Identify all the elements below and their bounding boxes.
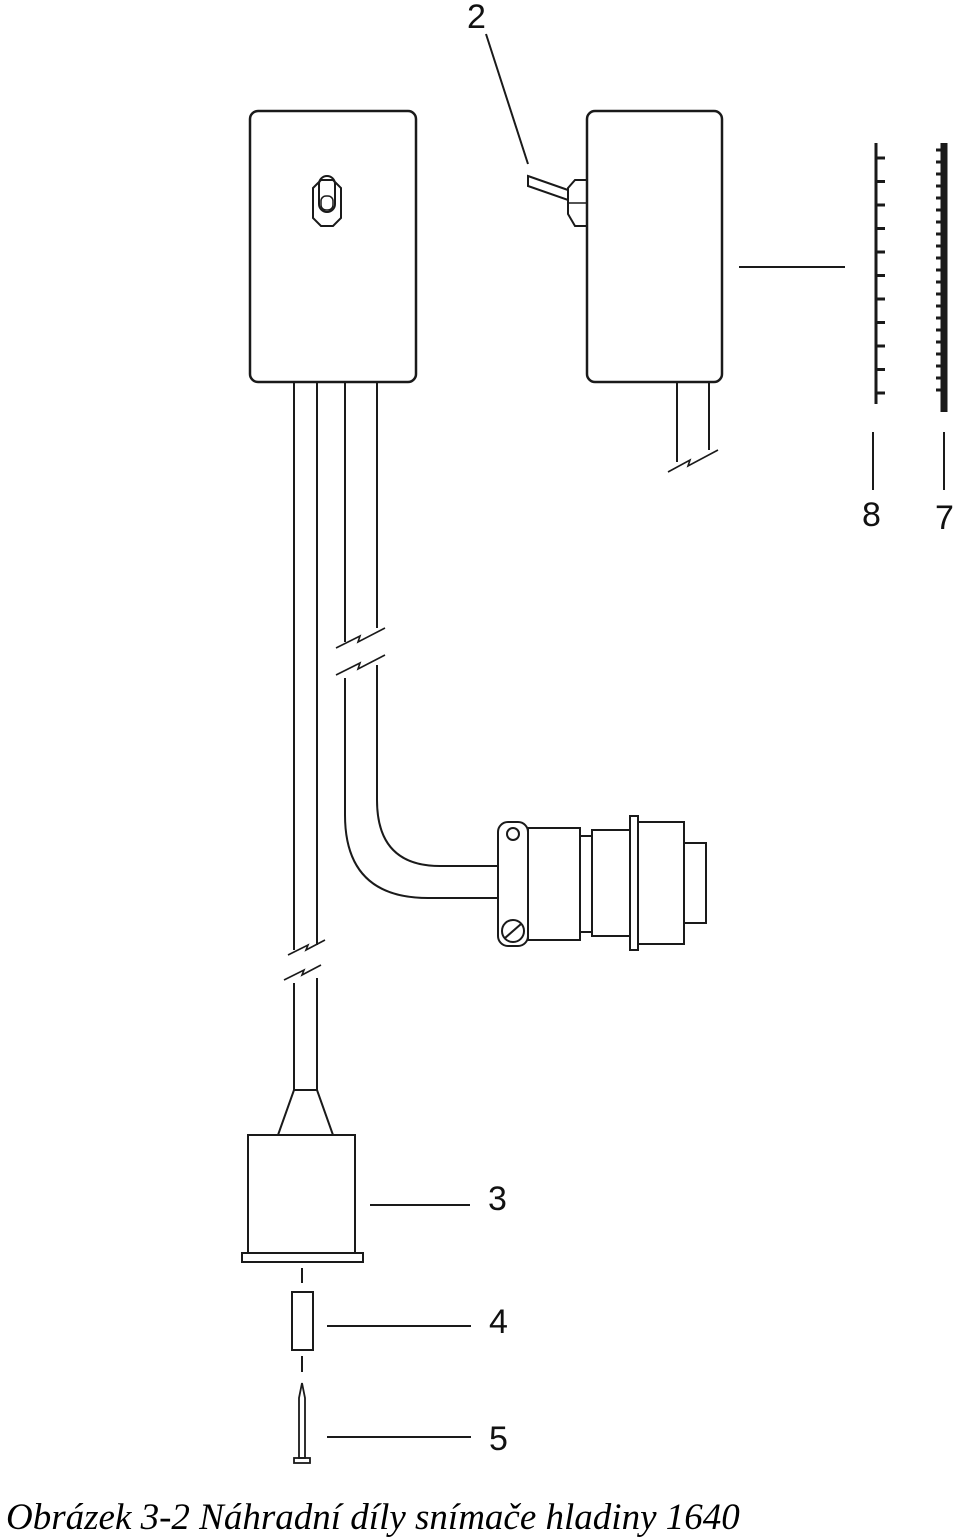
callout-5: 5 xyxy=(489,1420,508,1458)
cables xyxy=(283,382,498,1090)
control-box-front xyxy=(248,109,418,384)
sensor-housing xyxy=(241,1089,364,1263)
callout-7: 7 xyxy=(935,499,954,537)
control-box-side xyxy=(527,109,724,473)
toggle-switch-icon xyxy=(312,175,342,227)
callout-3: 3 xyxy=(488,1180,507,1218)
screw-icon xyxy=(501,919,525,943)
figure-caption: Obrázek 3-2 Náhradní díly snímače hladin… xyxy=(6,1497,740,1538)
part-7-strip xyxy=(936,143,948,412)
part-8-strip xyxy=(874,143,885,404)
part-5-pin xyxy=(293,1382,311,1464)
toggle-lever-icon xyxy=(527,174,588,227)
cable-connector xyxy=(497,815,707,951)
callout-8: 8 xyxy=(862,496,881,534)
part-4-insert xyxy=(291,1291,314,1351)
callout-2: 2 xyxy=(467,0,486,36)
callout-4: 4 xyxy=(489,1303,508,1341)
leader-line-2 xyxy=(485,33,529,165)
